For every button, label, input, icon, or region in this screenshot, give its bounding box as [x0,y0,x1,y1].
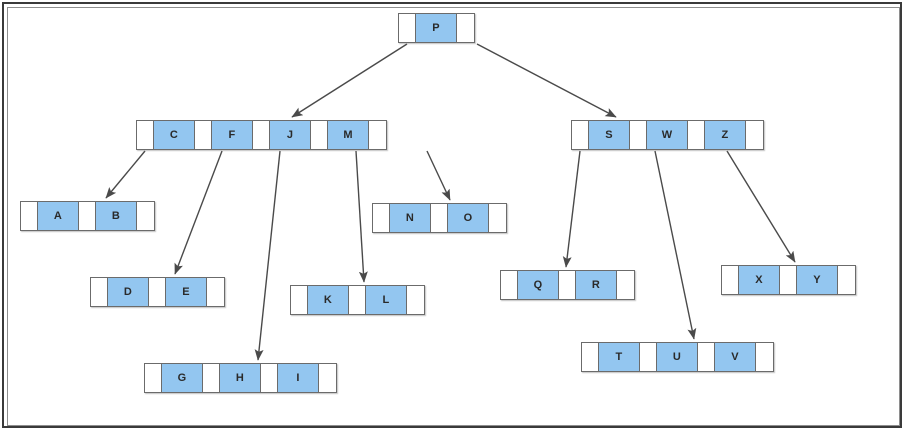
key-cell-r: R [576,271,617,299]
pointer-cell [431,204,448,232]
pointer-cell [195,121,212,149]
key-cell-g: G [162,364,203,392]
key-cell-p: P [416,14,457,42]
key-cell-l: L [366,286,407,314]
key-cell-t: T [599,343,640,371]
pointer-cell [145,364,162,392]
pointer-cell [559,271,576,299]
key-cell-h: H [220,364,261,392]
pointer-cell [137,202,154,230]
pointer-cell [640,343,657,371]
key-cell-a: A [38,202,79,230]
pointer-cell [838,266,855,294]
pointer-cell [457,14,474,42]
pointer-cell [149,278,166,306]
pointer-cell [253,121,270,149]
key-cell-n: N [390,204,431,232]
pointer-cell [501,271,518,299]
key-cell-z: Z [705,121,746,149]
btree-node-root: P [398,13,475,43]
pointer-cell [746,121,763,149]
key-cell-o: O [448,204,489,232]
pointer-cell [407,286,424,314]
pointer-cell [630,121,647,149]
pointer-cell [207,278,224,306]
pointer-cell [399,14,416,42]
pointer-cell [722,266,739,294]
pointer-cell [311,121,328,149]
pointer-cell [369,121,386,149]
key-cell-x: X [739,266,780,294]
key-cell-f: F [212,121,253,149]
pointer-cell [688,121,705,149]
key-cell-d: D [108,278,149,306]
pointer-cell [373,204,390,232]
pointer-cell [617,271,634,299]
pointer-cell [79,202,96,230]
key-cell-u: U [657,343,698,371]
key-cell-q: Q [518,271,559,299]
key-cell-y: Y [797,266,838,294]
pointer-cell [780,266,797,294]
key-cell-j: J [270,121,311,149]
key-cell-m: M [328,121,369,149]
key-cell-v: V [715,343,756,371]
pointer-cell [572,121,589,149]
pointer-cell [137,121,154,149]
pointer-cell [489,204,506,232]
pointer-cell [91,278,108,306]
key-cell-k: K [308,286,349,314]
pointer-cell [756,343,773,371]
pointer-cell [203,364,220,392]
pointer-cell [291,286,308,314]
pointer-cell [319,364,336,392]
pointer-cell [349,286,366,314]
key-cell-c: C [154,121,195,149]
pointer-cell [582,343,599,371]
pointer-cell [21,202,38,230]
key-cell-i: I [278,364,319,392]
key-cell-e: E [166,278,207,306]
key-cell-s: S [589,121,630,149]
key-cell-w: W [647,121,688,149]
key-cell-b: B [96,202,137,230]
pointer-cell [698,343,715,371]
pointer-cell [261,364,278,392]
